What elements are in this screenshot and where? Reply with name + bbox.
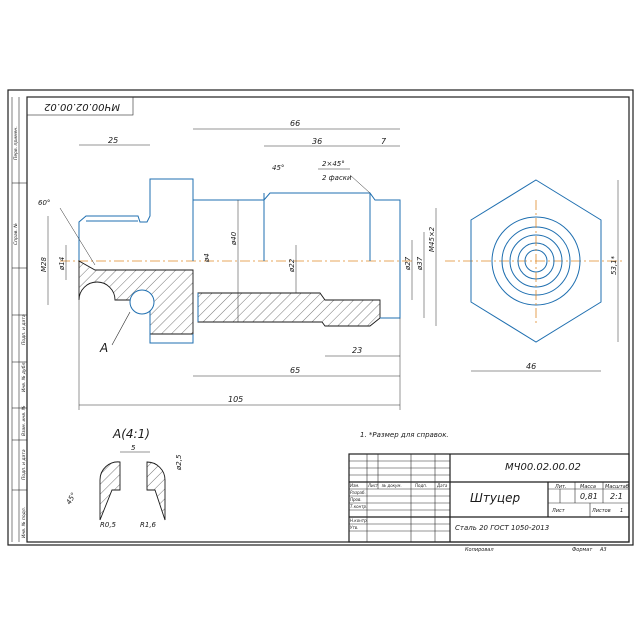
code-stamp-top: МЧ00.02.00.02	[26, 96, 134, 116]
dim-65: 65	[290, 366, 300, 375]
tb-scale-label: Масштаб	[605, 484, 629, 490]
det-r05: R0,5	[100, 521, 117, 529]
format-label: Формат	[572, 547, 593, 553]
inner-frame	[26, 96, 630, 543]
dim-d27: ø27	[404, 256, 412, 271]
tb-row-date: Дата	[436, 483, 448, 488]
code-mirrored: МЧ00.02.00.02	[44, 101, 120, 112]
dim-d40: ø40	[230, 231, 238, 246]
dim-25: 25	[108, 136, 118, 145]
dim-36: 36	[312, 137, 322, 146]
tb-sheets-label: Листов	[591, 508, 611, 514]
tb-row-doc: № докум.	[381, 483, 402, 488]
detail-label: А(4:1)	[112, 427, 150, 441]
tb-scale: 2:1	[610, 492, 623, 501]
main-view: А 25 66 36 7 2×45° 2 фаски 45° 60° М28 ø…	[38, 119, 625, 410]
detail-a: А(4:1) 5 ø2,5 45° R0,5 R1,6	[65, 427, 183, 529]
dim-105: 105	[228, 395, 243, 404]
dim-ang60: 60°	[38, 199, 50, 207]
side-strip: Перв. примен. Справ. № Подп. и дата Инв.…	[11, 97, 27, 542]
dim-23: 23	[352, 346, 362, 355]
tb-sheets-count: 1	[620, 508, 623, 514]
strip-label-5: Взам. инв. №	[21, 405, 27, 436]
strip-label-7: Инв. № подл.	[21, 507, 27, 538]
tb-row-izm: Изм.	[350, 483, 359, 488]
dim-7: 7	[381, 137, 387, 146]
strip-label-2: Справ. №	[13, 223, 19, 245]
det-5: 5	[131, 444, 136, 452]
strip-label-1: Перв. примен.	[13, 126, 19, 160]
tb-role-nkontr: Н.контр.	[350, 518, 368, 523]
tb-role-razrab: Разраб.	[350, 490, 366, 495]
det-r16: R1,6	[140, 521, 157, 529]
dim-d22: ø22	[288, 258, 296, 273]
tb-role-prov: Пров.	[350, 497, 362, 502]
dim-d37: ø37	[416, 256, 424, 271]
tb-mass: 0,81	[580, 492, 598, 501]
dim-m45: М45×2	[428, 226, 436, 252]
strip-label-6: Подп. и дата	[21, 449, 27, 480]
title-block: МЧ00.02.00.02 Штуцер Сталь 20 ГОСТ 1050-…	[348, 453, 630, 543]
strip-label-3: Подп. и дата	[21, 314, 27, 345]
tb-mass-label: Масса	[580, 484, 596, 490]
side-view: 53,1* 46	[470, 179, 619, 372]
tb-code: МЧ00.02.00.02	[505, 462, 581, 473]
dim-d14: ø14	[58, 257, 66, 271]
drawing-note: 1. *Размер для справок.	[360, 431, 449, 439]
dim-d4: ø4	[203, 253, 211, 263]
dim-46: 46	[526, 362, 536, 371]
view-a-label: А	[99, 341, 108, 355]
dim-m28: М28	[40, 257, 48, 272]
det-ang: 45°	[65, 491, 78, 506]
dim-s53: 53,1*	[610, 255, 618, 275]
tb-role-tkontr: Т.контр.	[350, 504, 367, 509]
tb-sheet-label: Лист	[551, 508, 566, 514]
dim-ang45: 45°	[272, 164, 284, 172]
det-d25: ø2,5	[175, 454, 183, 471]
tb-row-sign: Подп.	[415, 483, 427, 488]
format-value: А3	[599, 547, 607, 553]
tb-material: Сталь 20 ГОСТ 1050-2013	[455, 524, 549, 532]
strip-label-4: Инв. № дубл.	[21, 361, 27, 392]
tb-role-utv: Утв.	[350, 525, 358, 530]
dim-chamfer: 2×45°	[322, 160, 345, 168]
sheet-border	[7, 89, 634, 546]
tb-title: Штуцер	[470, 491, 520, 505]
tb-row-list: Лист	[367, 483, 379, 488]
dim-66: 66	[290, 119, 300, 128]
copied-label: Копировал	[465, 547, 494, 553]
dim-chamfer-note: 2 фаски	[322, 174, 352, 182]
tb-lit-label: Лит.	[554, 484, 567, 490]
